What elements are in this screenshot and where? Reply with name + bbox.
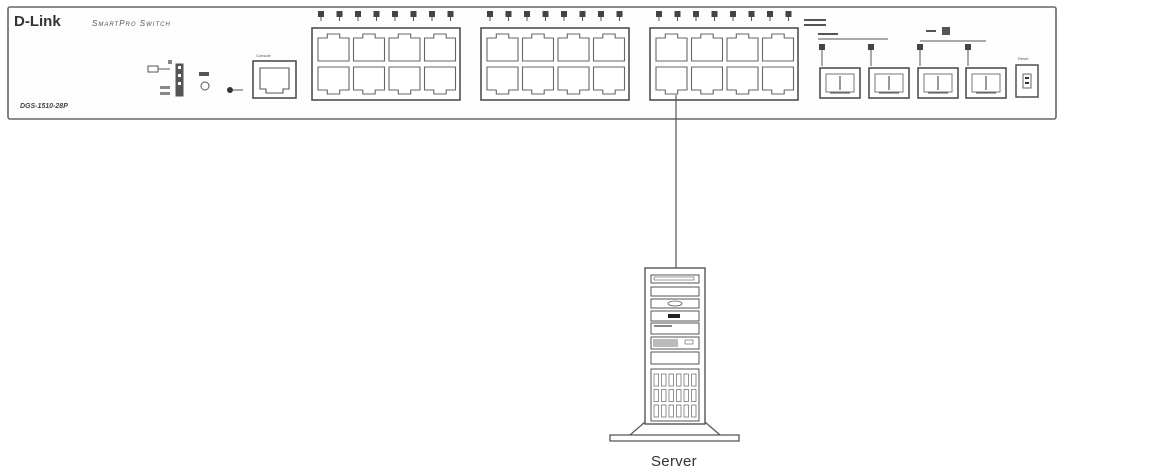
sfp-led-icon	[819, 44, 825, 50]
rj45-port[interactable]	[486, 66, 519, 95]
rj45-port[interactable]	[557, 33, 590, 62]
sfp-led-icon	[917, 44, 923, 50]
rj45-port[interactable]	[592, 66, 626, 95]
port-led-icon	[524, 11, 530, 21]
status-led-cluster	[147, 60, 210, 97]
rj45-port[interactable]	[761, 33, 795, 62]
port-led-row	[318, 11, 792, 21]
port-led-icon	[392, 11, 398, 21]
sfp-port-group	[819, 44, 1007, 99]
rj45-port[interactable]	[521, 66, 555, 95]
port-led-icon	[674, 11, 681, 21]
reset-label: Reset	[1018, 56, 1029, 61]
server-label: Server	[651, 453, 697, 470]
rj45-port[interactable]	[690, 33, 724, 62]
rj45-port[interactable]	[690, 66, 724, 95]
port-led-icon	[561, 11, 567, 21]
port-led-icon	[336, 11, 343, 21]
rj45-port[interactable]	[761, 66, 795, 95]
sfp-port[interactable]	[819, 44, 861, 99]
sfp-led-icon	[965, 44, 971, 50]
port-led-icon	[355, 11, 361, 21]
port-led-icon	[616, 11, 623, 21]
rj45-port-group	[480, 27, 630, 101]
rj45-port-group	[649, 27, 799, 101]
port-led-icon	[487, 11, 493, 21]
rj45-port[interactable]	[317, 66, 350, 95]
rj45-port[interactable]	[726, 33, 759, 62]
rj45-port[interactable]	[592, 33, 626, 62]
rj45-port[interactable]	[423, 66, 457, 95]
rj45-port-group	[311, 27, 461, 101]
port-led-icon	[410, 11, 417, 21]
rj45-port[interactable]	[655, 33, 688, 62]
port-led-icon	[598, 11, 604, 21]
port-led-icon	[711, 11, 718, 21]
switch-brand: D-Link	[14, 13, 61, 30]
console-label: Console	[256, 53, 271, 58]
rj45-port[interactable]	[317, 33, 350, 62]
port-led-icon	[429, 11, 435, 21]
switch-device: D-Link SmartPro Switch DGS-1510-28P Cons…	[7, 6, 1057, 120]
port-led-icon	[693, 11, 699, 21]
rj45-port[interactable]	[423, 33, 457, 62]
port-led-icon	[767, 11, 773, 21]
port-led-icon	[318, 11, 324, 21]
server-vent	[650, 368, 700, 422]
rj45-port[interactable]	[521, 33, 555, 62]
port-led-icon	[505, 11, 512, 21]
port-led-icon	[373, 11, 380, 21]
server-base	[609, 434, 740, 442]
rj45-port[interactable]	[557, 66, 590, 95]
rj45-port[interactable]	[352, 66, 386, 95]
switch-series: SmartPro Switch	[92, 19, 171, 28]
rj45-port[interactable]	[352, 33, 386, 62]
console-port[interactable]: Console	[252, 53, 297, 99]
port-led-icon	[579, 11, 586, 21]
port-led-icon	[542, 11, 549, 21]
rj45-port-groups	[311, 27, 799, 101]
port-led-icon	[785, 11, 792, 21]
rj45-port[interactable]	[655, 66, 688, 95]
switch-model: DGS-1510-28P	[20, 103, 68, 110]
rj45-port[interactable]	[388, 33, 421, 62]
sfp-annotation	[804, 19, 986, 42]
sfp-led-icon	[868, 44, 874, 50]
rj45-port[interactable]	[486, 33, 519, 62]
mini-port[interactable]: Reset	[1015, 56, 1039, 98]
sfp-port[interactable]	[868, 44, 910, 99]
port-led-icon	[656, 11, 662, 21]
sfp-port[interactable]	[965, 44, 1007, 99]
reset-button[interactable]	[227, 87, 243, 93]
sfp-port[interactable]	[917, 44, 959, 99]
port-led-icon	[447, 11, 454, 21]
port-led-icon	[730, 11, 736, 21]
server-tower	[609, 267, 740, 442]
port-led-icon	[748, 11, 755, 21]
rj45-port[interactable]	[726, 66, 759, 95]
rj45-port[interactable]	[388, 66, 421, 95]
optical-drive-icon	[667, 300, 683, 307]
